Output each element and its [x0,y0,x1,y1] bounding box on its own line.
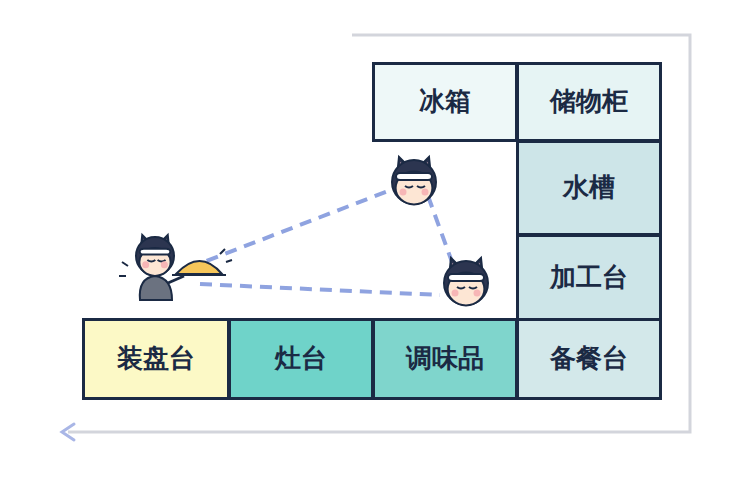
kitchen-station: 装盘台 [82,318,230,400]
station-label: 加工台 [550,262,628,293]
cook-head [392,157,436,204]
kitchen-station: 水槽 [516,140,662,236]
station-label: 调味品 [406,343,484,374]
station-label: 冰箱 [419,86,471,117]
station-label: 灶台 [275,343,327,374]
kitchen-station: 加工台 [516,234,662,322]
station-label: 水槽 [563,172,615,203]
kitchen-station: 灶台 [228,318,374,400]
kitchen-station: 冰箱 [372,62,518,142]
flow-arrowhead [62,424,74,440]
flow-outline [68,35,690,432]
cook-head [444,258,488,305]
kitchen-station: 储物柜 [516,62,662,142]
kitchen-station: 调味品 [372,318,518,400]
cook-figures [119,157,488,305]
station-label: 备餐台 [550,343,628,374]
station-label: 储物柜 [550,86,628,117]
kitchen-station: 备餐台 [516,318,662,400]
cook-head [136,235,174,276]
station-label: 装盘台 [117,343,195,374]
